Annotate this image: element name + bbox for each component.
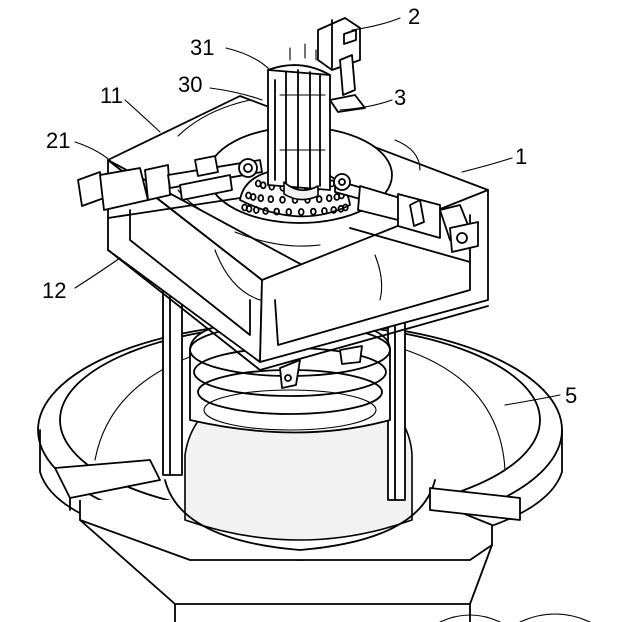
label-2: 2: [408, 4, 420, 29]
right-actuator: [333, 173, 479, 263]
left-actuator: [77, 155, 263, 219]
dome-hole: [241, 203, 248, 212]
label-30: 30: [178, 72, 202, 97]
dome-hole: [325, 194, 333, 203]
bottom-toolbar-fragment: [439, 613, 591, 622]
dome-hole: [279, 195, 286, 204]
leader-lines: [74, 17, 561, 406]
label-21: 21: [46, 128, 70, 153]
dome-hole: [285, 208, 293, 216]
dome-hole: [257, 194, 265, 203]
label-1: 1: [515, 144, 527, 169]
reference-numerals: 2 31 30 3 11 1 21 12 5: [42, 4, 577, 408]
dome-hole: [297, 208, 305, 216]
dome-hole: [321, 207, 328, 215]
dome-hole: [245, 191, 252, 200]
dome-hole: [315, 195, 323, 204]
top-drive-assembly: [317, 17, 366, 113]
dome-hole: [333, 193, 341, 201]
label-31: 31: [190, 35, 214, 60]
central-cartridge: [267, 43, 331, 201]
dome-hole: [267, 195, 275, 204]
label-3: 3: [394, 85, 406, 110]
label-5: 5: [565, 383, 577, 408]
dome-hole: [273, 207, 281, 216]
dome-hole: [254, 179, 262, 188]
dome-hole: [262, 207, 269, 215]
dome-hole: [330, 206, 338, 214]
dome-hole: [252, 206, 260, 214]
label-11: 11: [100, 83, 123, 108]
label-12: 12: [42, 278, 66, 303]
dome-hole: [337, 204, 345, 213]
dome-hole: [309, 207, 317, 216]
